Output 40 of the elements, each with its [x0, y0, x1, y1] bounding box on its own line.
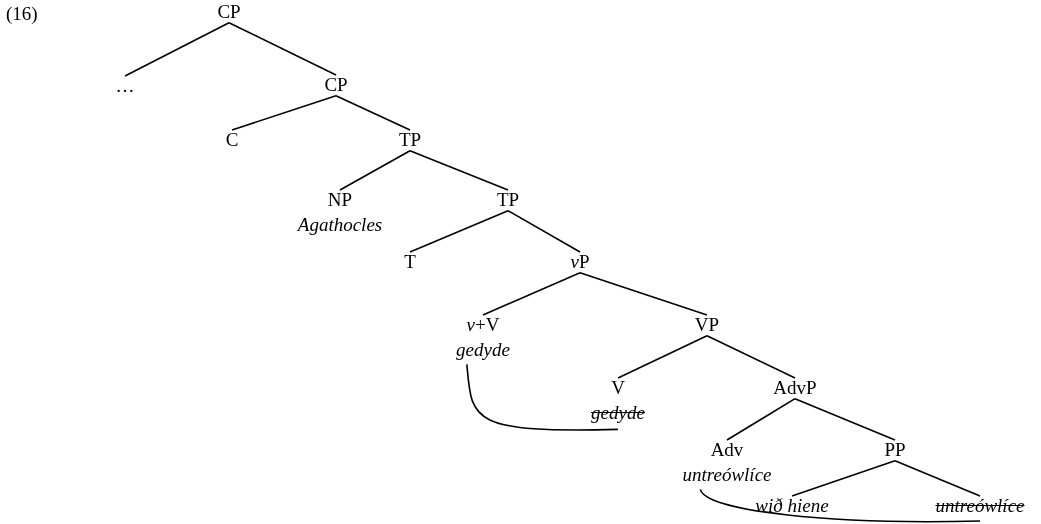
tree-branch [726, 397, 796, 441]
tree-branch [124, 21, 230, 77]
node-category: CP [324, 73, 348, 97]
node-category: Adv [710, 438, 744, 462]
tree-branch [339, 149, 411, 191]
node-word: untreówlíce [682, 462, 772, 487]
tree-branch [794, 397, 896, 441]
movement-curve [699, 488, 981, 523]
tree-branch [335, 94, 411, 131]
node-word: gedyde [456, 337, 510, 362]
tree-branch [228, 21, 337, 76]
node-category: VP [694, 313, 720, 337]
node-category: … [115, 74, 135, 98]
tree-branch [617, 334, 708, 379]
node-word: Agathocles [297, 212, 383, 237]
tree-branch [507, 209, 581, 253]
tree-branch [231, 94, 337, 131]
node-category: vP [570, 250, 590, 274]
node-category: CP [217, 0, 241, 24]
example-number: (16) [6, 2, 38, 26]
node-category: PP [884, 438, 906, 462]
node-category: V [611, 376, 625, 400]
node-category: TP [398, 128, 422, 152]
node-category: T [404, 250, 416, 274]
tree-branch [409, 209, 509, 253]
node-category: TP [496, 188, 520, 212]
tree-branch [894, 459, 981, 497]
tree-branch [482, 271, 581, 316]
node-word: wið hiene [755, 494, 829, 518]
deleted-copy: gedyde [591, 400, 645, 425]
movement-curve [466, 363, 619, 431]
tree-branch [706, 334, 796, 379]
deleted-copy: untreówlíce [935, 494, 1025, 518]
tree-branch [409, 149, 509, 191]
node-category: AdvP [773, 376, 817, 400]
node-category: NP [327, 188, 353, 212]
tree-branch [791, 459, 896, 497]
node-category: v+V [466, 313, 500, 337]
node-category: C [225, 128, 239, 152]
tree-branch [579, 271, 708, 316]
